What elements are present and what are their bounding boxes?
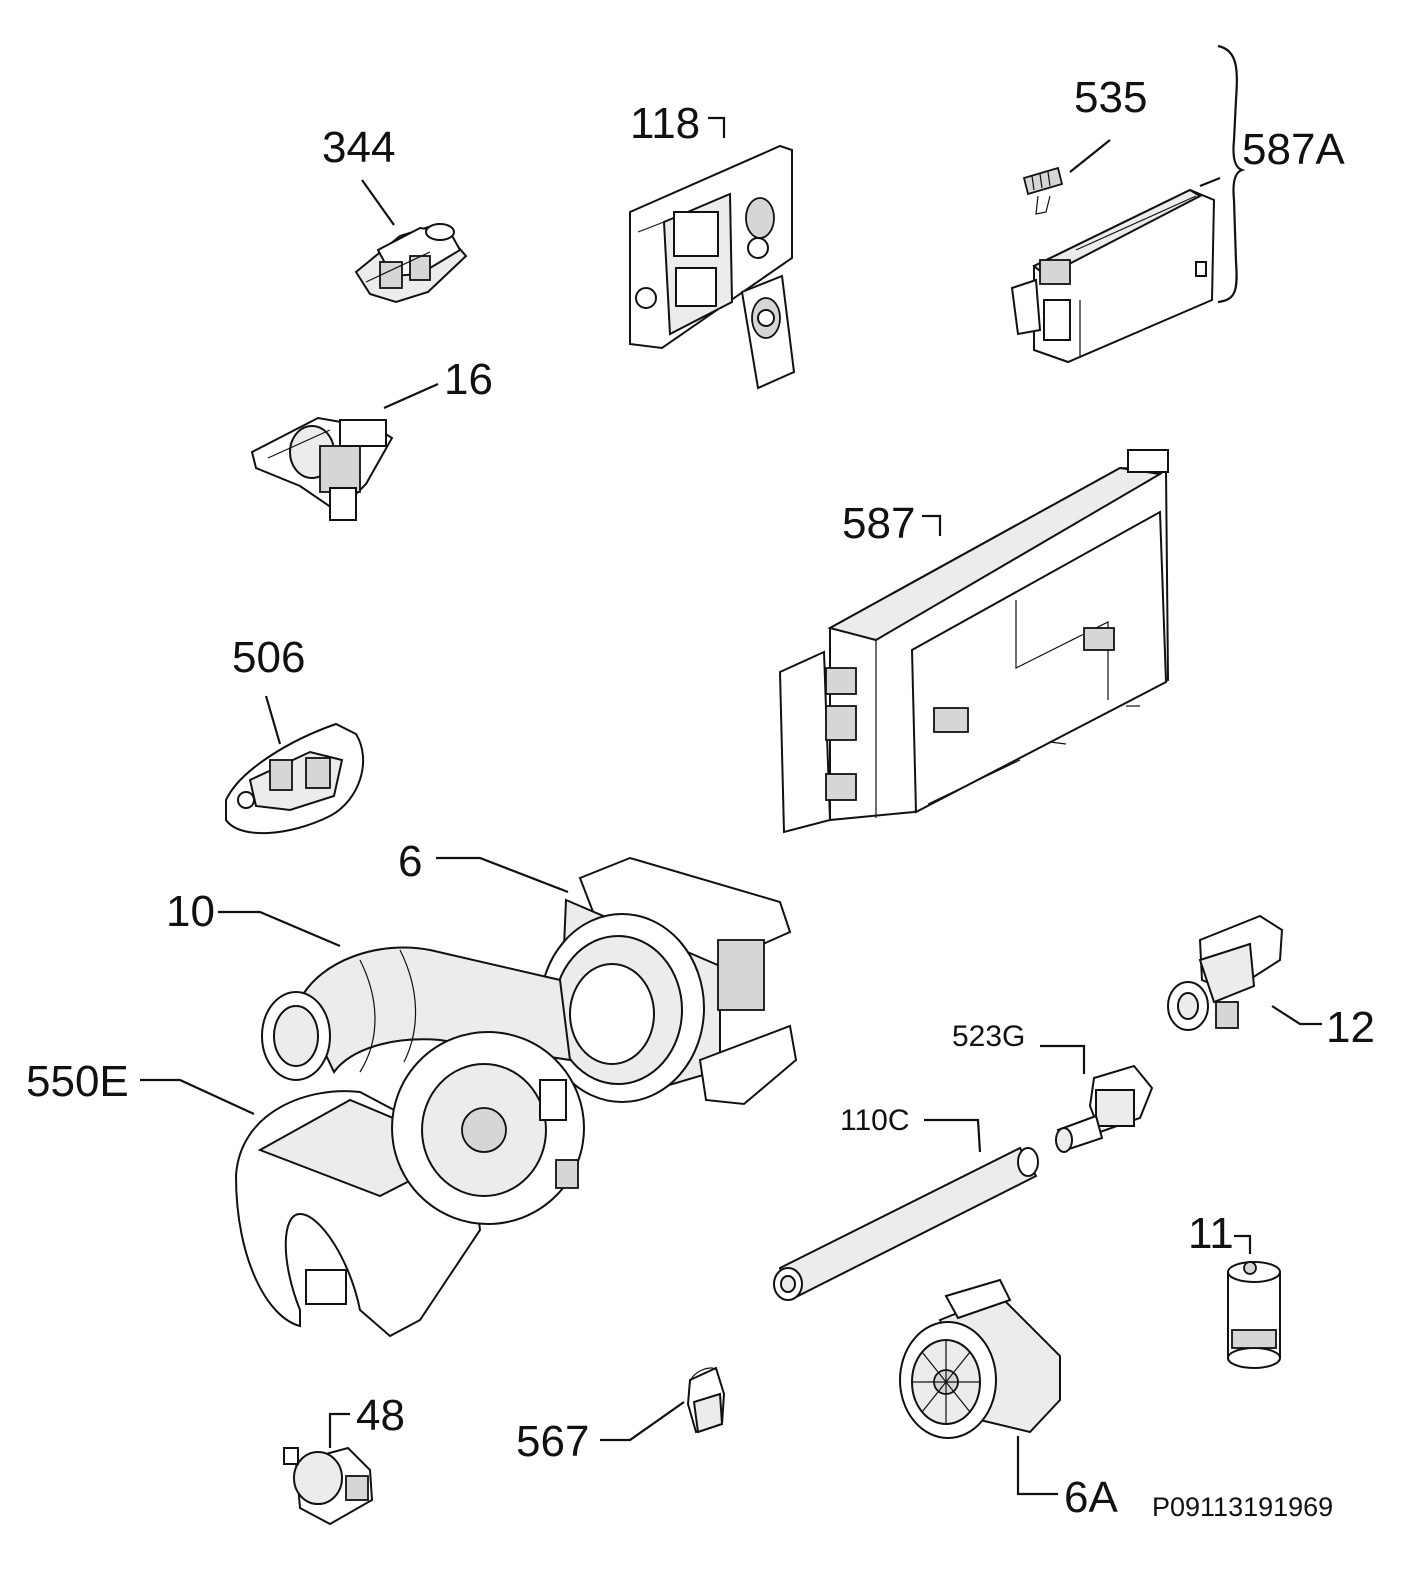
leader-506 (264, 695, 282, 745)
leader-12 (1271, 1005, 1322, 1026)
main-control-unit-shape (778, 449, 1170, 834)
valve-16-shape (250, 416, 394, 521)
valve-fitting-523G-shape (1055, 1064, 1154, 1153)
circulation-pump-shape (539, 856, 798, 1106)
part-118: 118 (629, 99, 796, 390)
part-6A: 6A (899, 1278, 1118, 1522)
part-523G: 523G (952, 1020, 1154, 1153)
label-535: 535 (1074, 73, 1147, 122)
label-118: 118 (630, 99, 700, 148)
label-344: 344 (322, 123, 395, 172)
leader-535 (1069, 139, 1111, 173)
heater-housing-550E-shape (234, 1031, 585, 1338)
leader-48 (328, 1412, 350, 1448)
level-sensor-12-shape (1167, 914, 1284, 1031)
label-11: 11 (1188, 1209, 1234, 1258)
label-523G: 523G (952, 1020, 1025, 1053)
label-506: 506 (232, 633, 305, 682)
reference-code: P09113191969 (1152, 1492, 1333, 1522)
leader-344 (361, 179, 395, 226)
part-6: 6 (398, 837, 798, 1106)
sensor-holder-506-shape (225, 722, 365, 835)
part-535: 535 (1022, 73, 1147, 215)
pressure-switch-48-shape (283, 1446, 374, 1526)
connector-535-shape (1022, 166, 1064, 215)
part-587A: 587A (1010, 44, 1345, 364)
part-344: 344 (322, 123, 468, 304)
part-16: 16 (250, 355, 493, 521)
leader-6 (436, 856, 569, 894)
door-lock-shape (354, 222, 468, 304)
leader-10 (218, 910, 341, 948)
leader-11 (1234, 1234, 1252, 1254)
label-48: 48 (356, 1391, 405, 1440)
label-567: 567 (516, 1417, 589, 1466)
part-506: 506 (225, 633, 365, 835)
part-48: 48 (283, 1391, 405, 1526)
label-587: 587 (842, 499, 915, 548)
label-10: 10 (166, 887, 215, 936)
label-550E: 550E (26, 1057, 129, 1106)
control-module-587A-shape (1010, 188, 1216, 364)
leader-567 (600, 1401, 685, 1442)
label-6: 6 (398, 837, 422, 886)
part-550E: 550E (26, 1031, 585, 1338)
part-587: 587 (778, 449, 1170, 834)
control-panel-shape (629, 144, 796, 390)
leader-6A (1016, 1436, 1058, 1496)
tube-110C-shape (773, 1146, 1039, 1301)
leader-16 (383, 382, 439, 410)
label-16: 16 (444, 355, 493, 404)
label-12: 12 (1326, 1003, 1375, 1052)
part-12: 12 (1167, 914, 1375, 1052)
label-6A: 6A (1064, 1473, 1118, 1522)
clip-567-shape (686, 1366, 726, 1434)
label-110C: 110C (840, 1104, 910, 1137)
part-110C: 110C (773, 1104, 1039, 1301)
leader-118 (708, 116, 726, 138)
leader-550E (140, 1078, 255, 1115)
drain-pump-6A-shape (899, 1278, 1061, 1439)
leader-587 (922, 514, 942, 536)
label-587A: 587A (1242, 125, 1345, 174)
brace-587A (1217, 44, 1246, 304)
part-11: 11 (1188, 1209, 1281, 1369)
capacitor-11-shape (1227, 1261, 1281, 1369)
leader-523G (1040, 1044, 1086, 1074)
part-567: 567 (516, 1366, 726, 1466)
leader-110C (924, 1118, 982, 1153)
leader-587A (1199, 176, 1221, 188)
